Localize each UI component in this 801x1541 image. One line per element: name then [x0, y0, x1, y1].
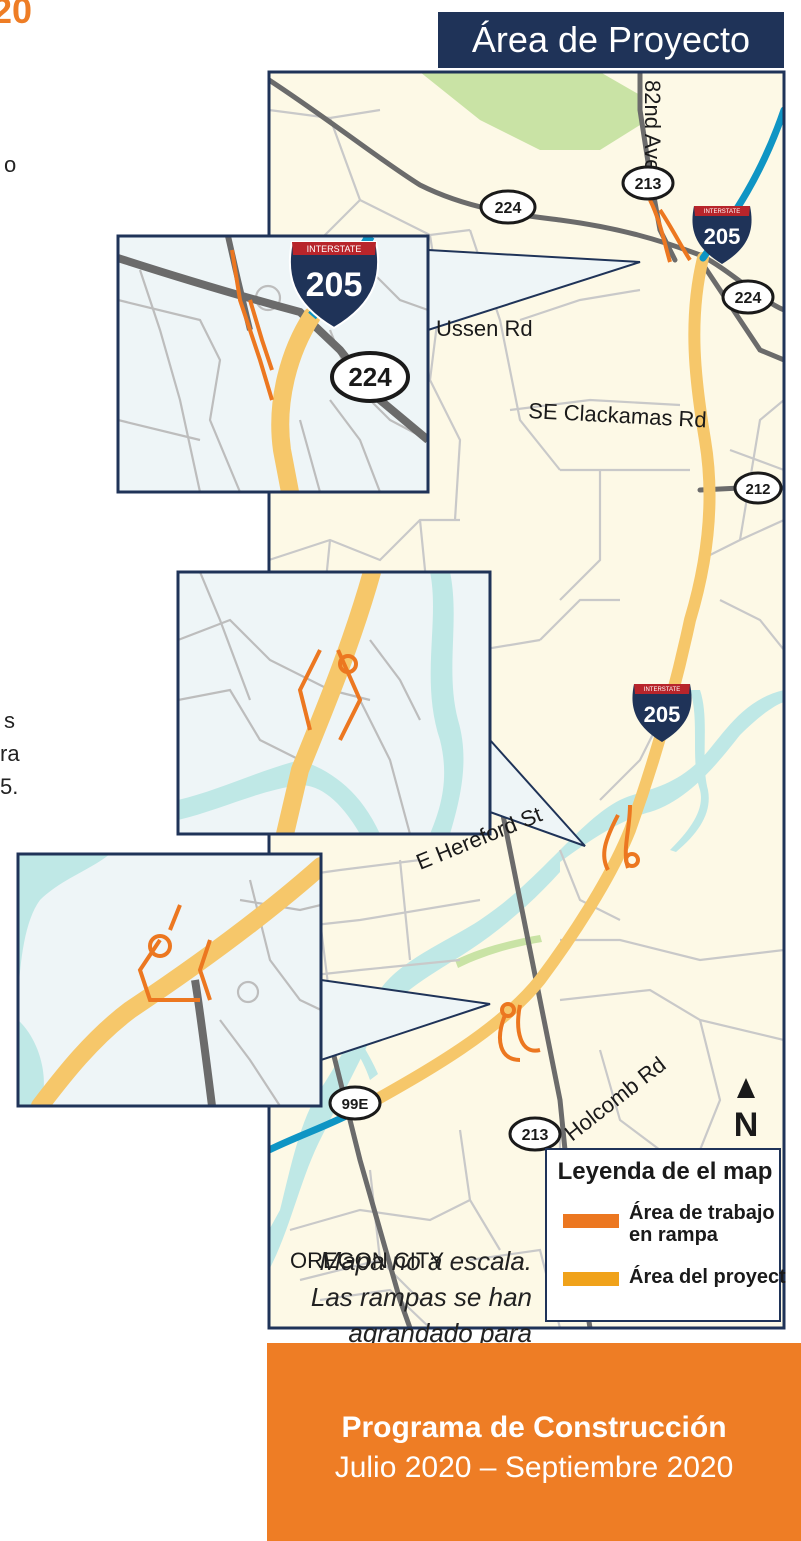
svg-text:213: 213: [635, 176, 662, 193]
svg-text:205: 205: [704, 224, 741, 249]
route-224-shield: 224: [479, 189, 537, 225]
svg-text:212: 212: [745, 481, 770, 498]
svg-text:INTERSTATE: INTERSTATE: [307, 244, 362, 254]
street-label-82nd-ave: 82nd Ave: [640, 80, 665, 171]
park-area: [420, 72, 640, 150]
svg-text:224: 224: [495, 200, 522, 217]
legend-title: Leyenda de el map: [557, 1158, 773, 1185]
route-224-shield: 224: [721, 279, 775, 315]
svg-text:205: 205: [644, 702, 681, 727]
note-line: Las rampas se han: [310, 1282, 532, 1312]
place-label-oregon-city: OREGON CITY: [290, 1248, 444, 1273]
north-arrow-icon: N: [734, 1078, 759, 1144]
inset-mid-interchange: [176, 570, 492, 836]
interstate-205-shield: INTERSTATE 205: [692, 206, 752, 264]
green-strip: [455, 935, 542, 968]
svg-text:205: 205: [306, 266, 363, 304]
cut-off-text-line: ra: [0, 741, 20, 766]
schedule-title: Programa de Construcción: [341, 1411, 727, 1444]
route-213-shield: 213: [508, 1116, 562, 1152]
route-212-shield: 212: [733, 471, 783, 505]
title-banner: Área de Proyecto: [438, 12, 784, 68]
svg-text:99E: 99E: [342, 1096, 369, 1113]
route-99e-shield: 99E: [328, 1085, 382, 1121]
route-224-shield: 224: [330, 351, 410, 403]
svg-text:INTERSTATE: INTERSTATE: [644, 687, 680, 693]
map-legend: Leyenda de el map Área de trabajo en ram…: [545, 1148, 786, 1322]
schedule-banner: Programa de Construcción Julio 2020 – Se…: [267, 1343, 801, 1541]
note-line: Mapa no a escala.: [319, 1246, 532, 1276]
legend-label-project-area: Área del proyect: [629, 1266, 786, 1288]
svg-text:213: 213: [522, 1127, 549, 1144]
ramp-work-areas: [498, 199, 692, 1062]
street-label-jennifer-rd: Ussen Rd: [436, 316, 533, 341]
interstate-205-shield: INTERSTATE 205: [632, 684, 692, 742]
legend-swatch-ramp-work: [563, 1214, 619, 1228]
svg-text:INTERSTATE: INTERSTATE: [704, 209, 740, 215]
cut-off-text-line: s: [4, 708, 15, 733]
legend-label-ramp-work: Área de trabajo en rampa: [629, 1202, 775, 1246]
inset-south-interchange: [16, 852, 323, 1108]
cut-off-text-line: o: [4, 152, 17, 177]
schedule-dates: Julio 2020 – Septiembre 2020: [334, 1451, 734, 1484]
route-213-shield: 213: [621, 165, 675, 201]
creek: [670, 690, 709, 852]
cut-off-heading: 20: [0, 0, 33, 31]
river: [269, 850, 560, 1270]
cut-off-text-line: 5.: [0, 774, 19, 799]
svg-text:N: N: [734, 1106, 759, 1144]
page-title: Área de Proyecto: [471, 19, 751, 60]
svg-text:224: 224: [348, 362, 392, 392]
interstate-205-shield: INTERSTATE 205: [288, 241, 380, 330]
svg-text:224: 224: [735, 290, 762, 307]
legend-swatch-project-area: [563, 1272, 619, 1286]
